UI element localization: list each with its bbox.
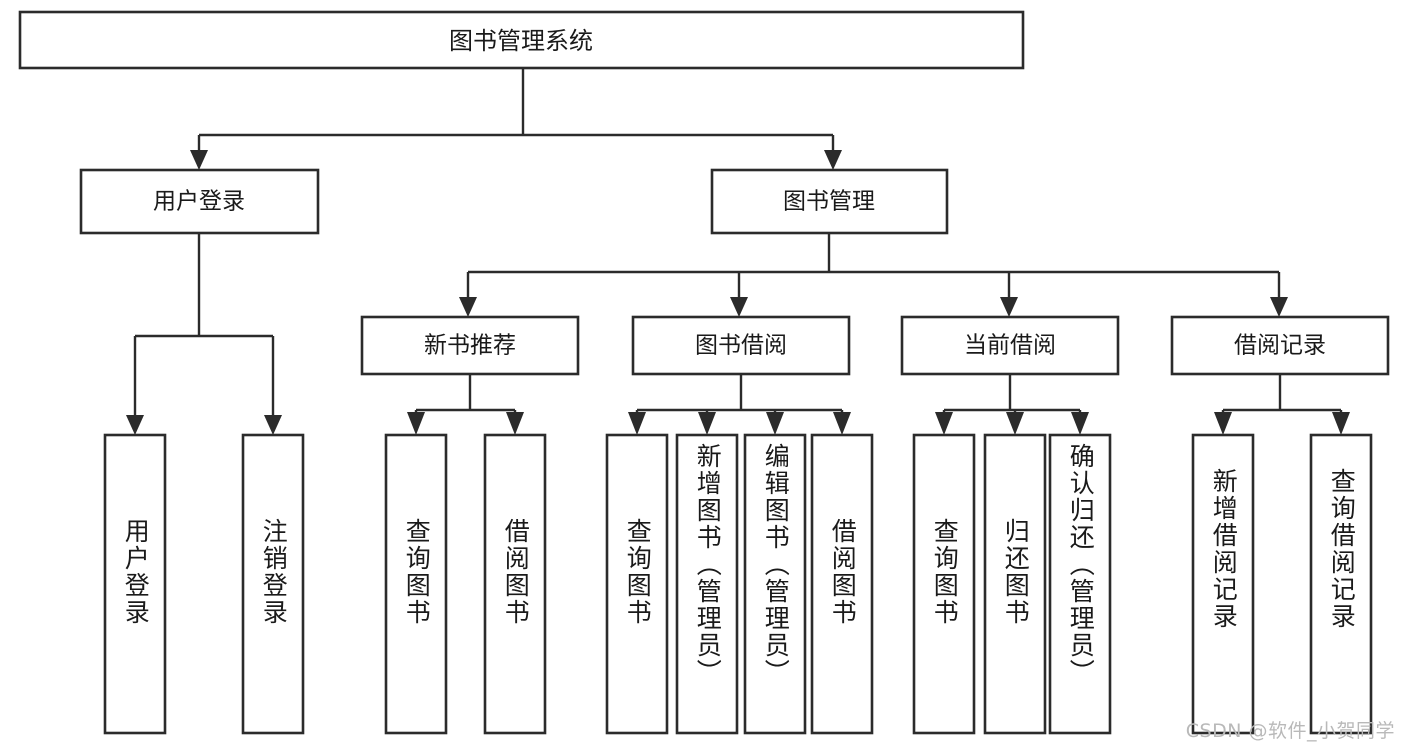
node-borrow-record-label: 借阅记录 bbox=[1234, 333, 1326, 359]
node-leaf-return-book-box[interactable] bbox=[983, 433, 1047, 735]
arrow-head-borrow-record bbox=[1270, 297, 1288, 317]
arrow-head-leaf-confirm-return bbox=[1071, 412, 1089, 435]
node-leaf-confirm-return-box[interactable] bbox=[1048, 433, 1112, 735]
arrow-head-new-book-recommend bbox=[459, 297, 477, 317]
node-book-management[interactable]: 图书管理 bbox=[710, 168, 949, 235]
node-user-login[interactable]: 用户登录 bbox=[79, 168, 320, 235]
node-book-borrow-label: 图书借阅 bbox=[695, 333, 787, 359]
node-leaf-add-book-box[interactable] bbox=[675, 433, 739, 735]
node-borrow-record-box[interactable] bbox=[1170, 315, 1390, 376]
arrow-head-leaf-edit-book bbox=[766, 412, 784, 435]
node-leaf-edit-book-box[interactable] bbox=[743, 433, 807, 735]
node-new-book-recommend-box[interactable] bbox=[360, 315, 580, 376]
node-leaf-borrow-book-box[interactable] bbox=[810, 433, 874, 735]
arrow-head-leaf-borrow-book bbox=[833, 412, 851, 435]
node-new-book-recommend[interactable]: 新书推荐 bbox=[360, 315, 580, 376]
node-leaf-add-borrow-record-box[interactable] bbox=[1191, 433, 1255, 735]
node-root-box[interactable] bbox=[18, 10, 1025, 70]
arrow-head-leaf-query-borrow-record bbox=[1332, 412, 1350, 435]
node-leaf-query-book-current-box[interactable] bbox=[912, 433, 976, 735]
node-user-login-box[interactable] bbox=[79, 168, 320, 235]
arrow-head-book-management bbox=[824, 150, 842, 170]
arrow-head-leaf-query-book-borrow bbox=[628, 412, 646, 435]
node-book-borrow[interactable]: 图书借阅 bbox=[631, 315, 851, 376]
connector-borrow-to-leaves bbox=[628, 374, 851, 435]
arrow-head-leaf-add-book bbox=[698, 412, 716, 435]
node-book-borrow-box[interactable] bbox=[631, 315, 851, 376]
node-leaf-query-borrow-record-box[interactable] bbox=[1309, 433, 1373, 735]
arrow-head-leaf-user-login bbox=[126, 415, 144, 435]
node-root[interactable]: 图书管理系统 bbox=[18, 10, 1025, 70]
arrow-head-current-borrow bbox=[1000, 297, 1018, 317]
node-current-borrow-label: 当前借阅 bbox=[964, 333, 1056, 359]
node-book-management-label: 图书管理 bbox=[783, 189, 875, 215]
arrow-head-leaf-user-logout bbox=[264, 415, 282, 435]
connector-bookmgmt-to-level3 bbox=[459, 233, 1288, 317]
connector-userlogin-to-leaves bbox=[126, 233, 282, 435]
node-root-label: 图书管理系统 bbox=[449, 27, 593, 55]
arrow-head-leaf-query-book-current bbox=[935, 412, 953, 435]
connector-root-to-level2 bbox=[190, 68, 842, 170]
connector-current-to-leaves bbox=[935, 374, 1089, 435]
node-leaf-user-login-box[interactable] bbox=[103, 433, 167, 735]
node-leaf-query-book-borrow-box[interactable] bbox=[605, 433, 669, 735]
connector-recommend-to-leaves bbox=[407, 374, 524, 435]
arrow-head-user-login bbox=[190, 150, 208, 170]
arrow-head-leaf-add-borrow-record bbox=[1214, 412, 1232, 435]
node-leaf-borrow-book-recommend-box[interactable] bbox=[483, 433, 547, 735]
node-user-login-label: 用户登录 bbox=[153, 189, 245, 215]
node-current-borrow-box[interactable] bbox=[900, 315, 1120, 376]
connector-record-to-leaves bbox=[1214, 374, 1350, 435]
arrow-head-leaf-query-book-recommend bbox=[407, 412, 425, 435]
arrow-head-book-borrow bbox=[730, 297, 748, 317]
node-new-book-recommend-label: 新书推荐 bbox=[424, 333, 516, 359]
node-current-borrow[interactable]: 当前借阅 bbox=[900, 315, 1120, 376]
node-leaf-query-book-recommend-box[interactable] bbox=[384, 433, 448, 735]
node-book-management-box[interactable] bbox=[710, 168, 949, 235]
node-leaf-user-logout-box[interactable] bbox=[241, 433, 305, 735]
arrow-head-leaf-return-book bbox=[1006, 412, 1024, 435]
node-borrow-record[interactable]: 借阅记录 bbox=[1170, 315, 1390, 376]
arrow-head-leaf-borrow-book-recommend bbox=[506, 412, 524, 435]
